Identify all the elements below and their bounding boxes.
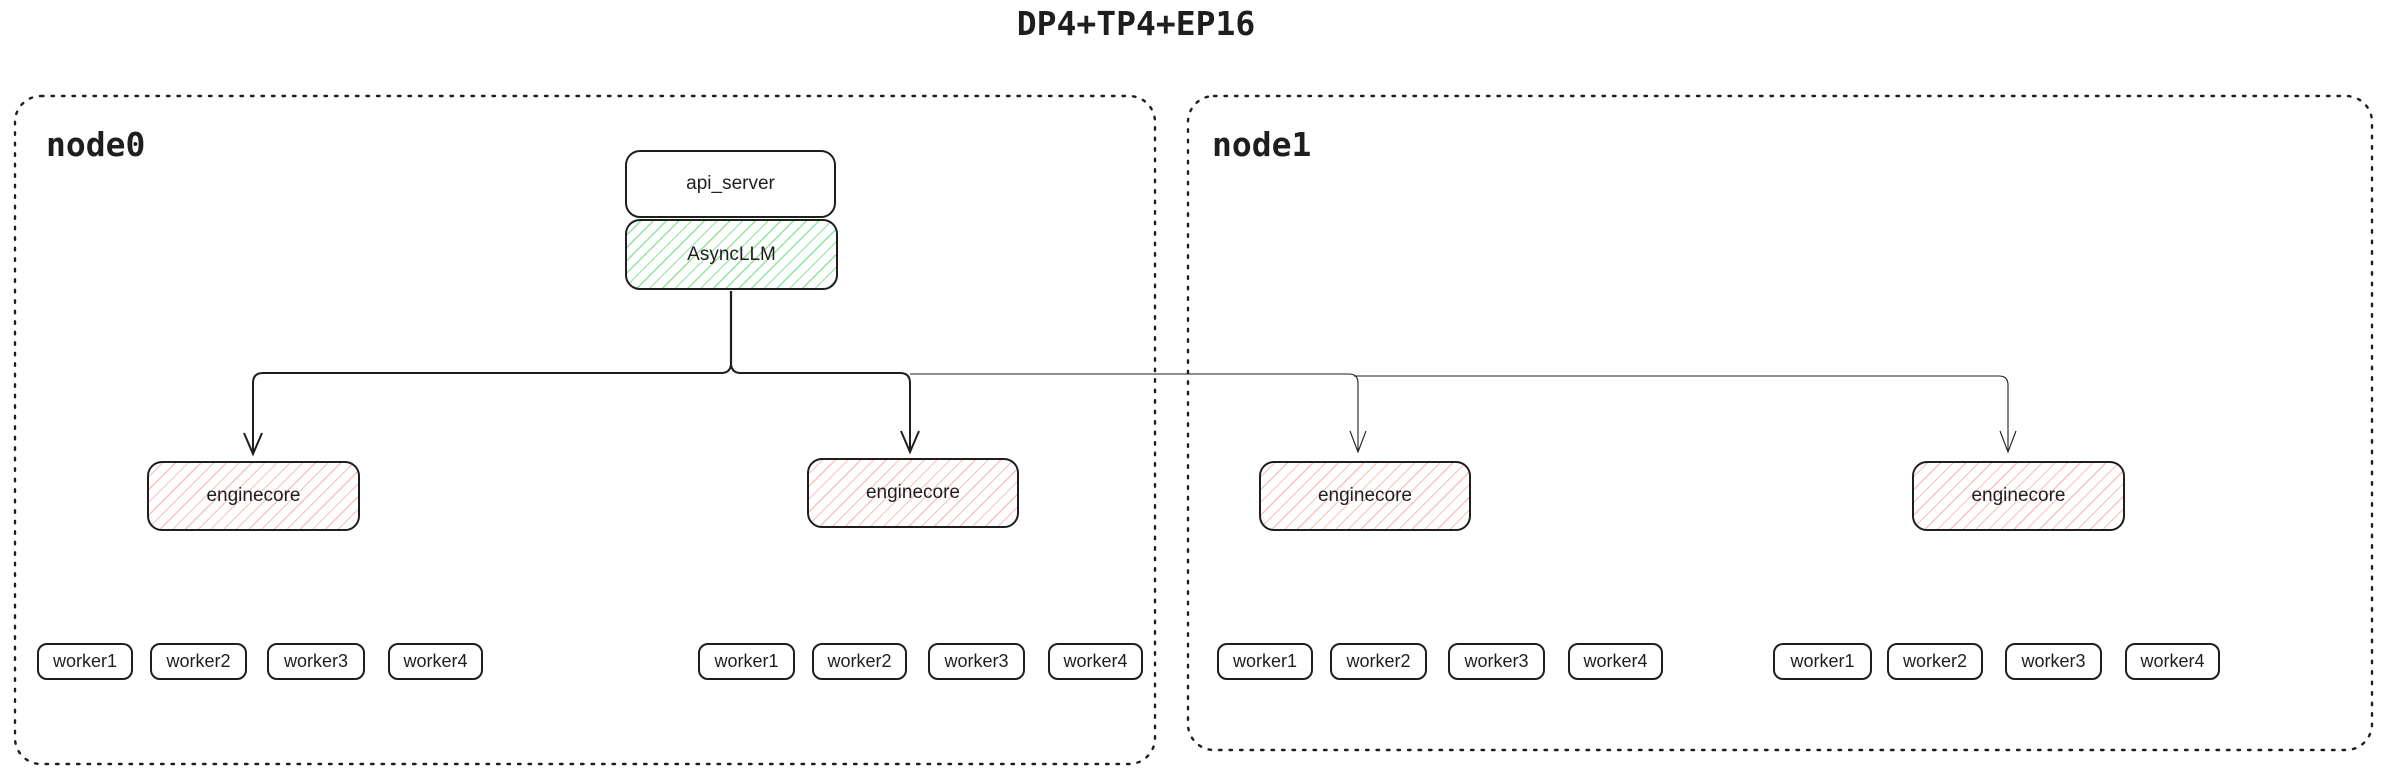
asyncllm-box: AsyncLLM <box>625 219 838 290</box>
enginecore-box: enginecore <box>807 458 1019 528</box>
arrow-to-enginecore2 <box>730 362 911 450</box>
worker-box: worker1 <box>1773 643 1872 680</box>
enginecore-box: enginecore <box>147 461 360 531</box>
worker-box: worker2 <box>1887 643 1983 680</box>
worker-box: worker2 <box>1330 643 1427 680</box>
node1-dashed-border <box>1186 94 2374 752</box>
node1-label: node1 <box>1212 125 1312 164</box>
worker-box: worker2 <box>150 643 247 680</box>
worker-box: worker3 <box>267 643 365 680</box>
worker-box: worker1 <box>1217 643 1313 680</box>
worker-box: worker1 <box>37 643 133 680</box>
worker-box: worker4 <box>1568 643 1663 680</box>
arrowhead-enginecore4 <box>1999 430 2017 454</box>
api-server-box: api_server <box>625 150 836 218</box>
worker-box: worker4 <box>388 643 483 680</box>
node0-label: node0 <box>46 125 146 164</box>
diagram-title: DP4+TP4+EP16 <box>1016 4 1256 43</box>
worker-box: worker4 <box>1048 643 1143 680</box>
arrow-to-enginecore4 <box>1354 375 2009 450</box>
worker-box: worker4 <box>2125 643 2220 680</box>
arrowhead-enginecore3 <box>1349 430 1367 454</box>
node1-group: node1 enginecore enginecore worker1 work… <box>1187 95 2373 751</box>
worker-box: worker1 <box>698 643 795 680</box>
worker-box: worker2 <box>812 643 907 680</box>
worker-box: worker3 <box>2005 643 2102 680</box>
arrow-to-enginecore1 <box>252 362 732 452</box>
arrowhead-enginecore2 <box>900 430 920 455</box>
node0-group: node0 api_server AsyncLLM enginecore eng… <box>14 95 1156 765</box>
arrowhead-enginecore1 <box>243 432 263 457</box>
enginecore-box: enginecore <box>1912 461 2125 531</box>
worker-box: worker3 <box>1448 643 1545 680</box>
worker-box: worker3 <box>928 643 1025 680</box>
enginecore-box: enginecore <box>1259 461 1471 531</box>
